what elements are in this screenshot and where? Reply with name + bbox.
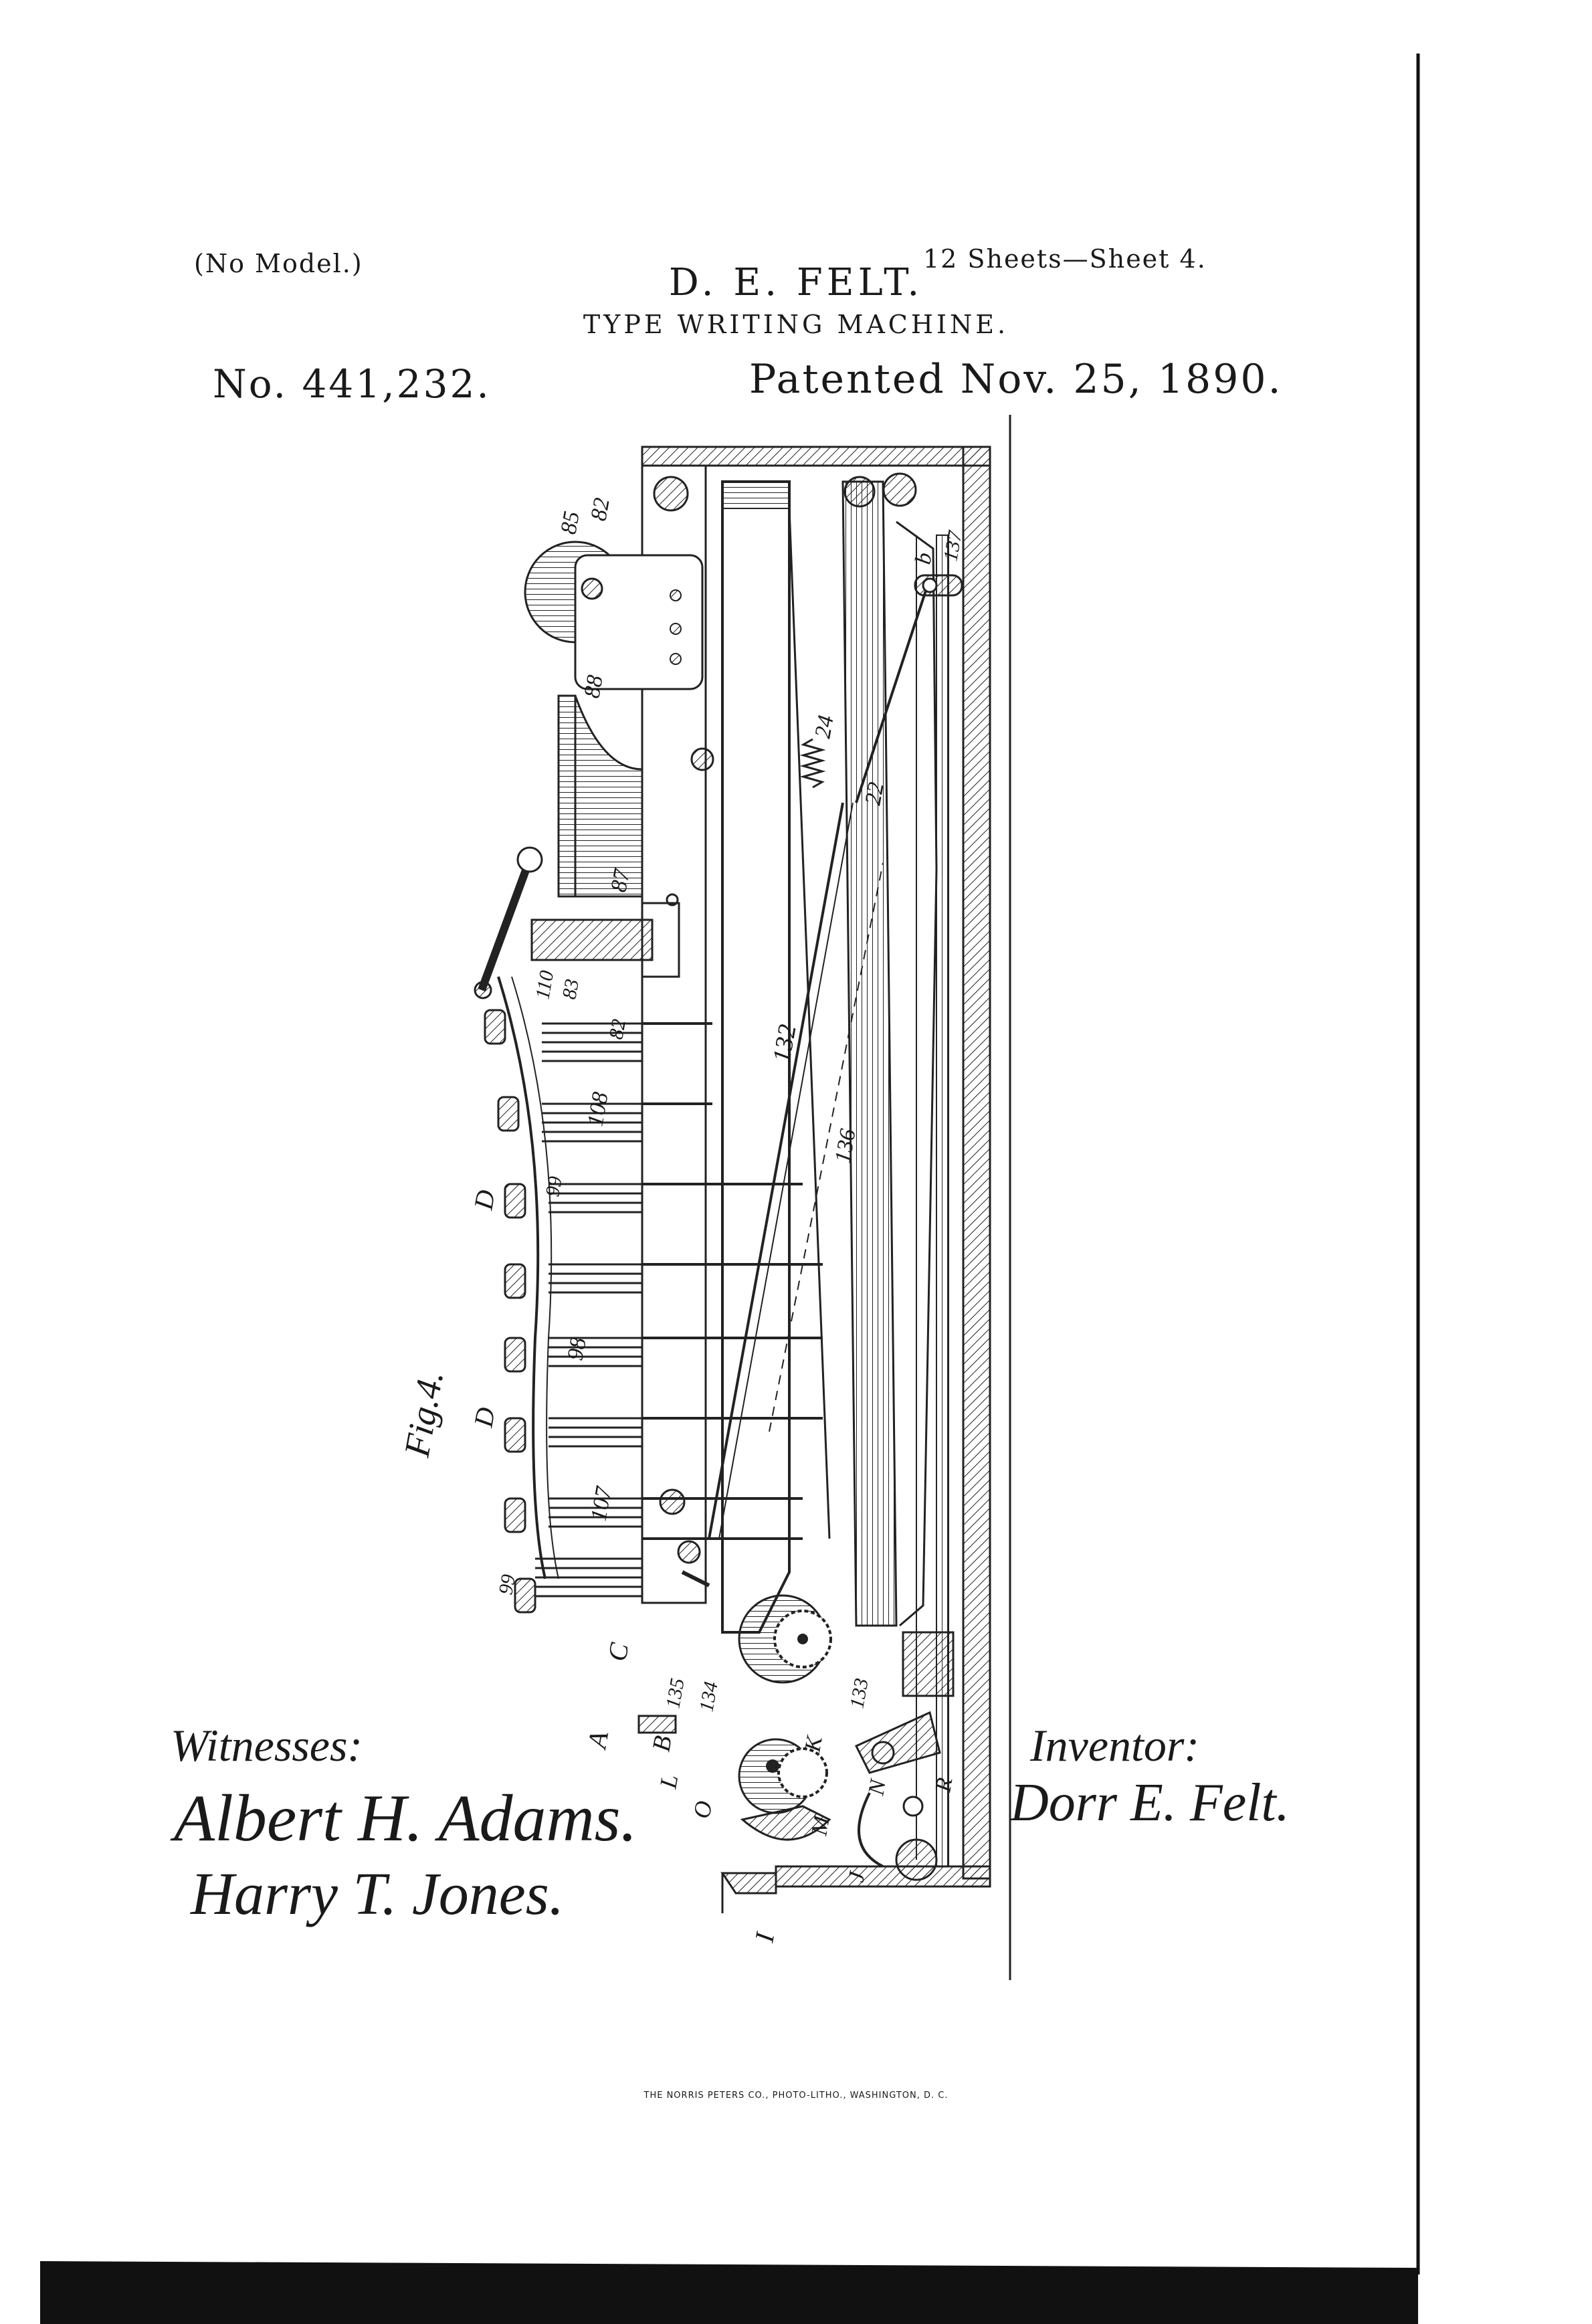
machine-casing bbox=[641, 446, 991, 1913]
ref-135: 135 bbox=[662, 1676, 688, 1710]
link-137 bbox=[855, 574, 963, 803]
ref-B: B bbox=[648, 1733, 678, 1753]
space-bar-frame-inner bbox=[511, 976, 559, 1579]
patent-title: TYPE WRITING MACHINE. bbox=[583, 310, 1009, 339]
gear-mechanism bbox=[637, 1488, 941, 1881]
ref-110: 110 bbox=[531, 969, 558, 1001]
witness-signature-2: Harry T. Jones. bbox=[191, 1861, 565, 1927]
sheet-number: 12 Sheets—Sheet 4. bbox=[923, 244, 1207, 274]
space-bar-frame bbox=[497, 976, 546, 1579]
ref-D-lower: D bbox=[468, 1405, 501, 1430]
ref-134: 134 bbox=[695, 1680, 722, 1713]
witnesses-label: Witnesses: bbox=[171, 1720, 363, 1771]
ref-A: A bbox=[581, 1729, 614, 1752]
figure-label: Fig.4. bbox=[397, 1368, 452, 1460]
ref-O: O bbox=[688, 1799, 717, 1821]
ref-82: 82 bbox=[586, 496, 614, 522]
ref-22: 22 bbox=[860, 780, 888, 807]
reference-labels: 85 82 88 87 110 83 82 108 99 D 98 D 107 … bbox=[397, 496, 967, 1945]
ref-137: 137 bbox=[939, 528, 967, 563]
ref-C: C bbox=[602, 1640, 635, 1663]
ref-L: L bbox=[654, 1773, 683, 1792]
inventor-signature: Dorr E. Felt. bbox=[1010, 1773, 1290, 1832]
key-springs bbox=[535, 1022, 642, 1597]
ref-D-upper: D bbox=[468, 1187, 501, 1212]
ref-82b: 82 bbox=[605, 1018, 630, 1041]
ref-136: 136 bbox=[830, 1127, 860, 1165]
ref-R: R bbox=[930, 1775, 957, 1794]
ref-24: 24 bbox=[810, 713, 838, 740]
ref-133: 133 bbox=[845, 1676, 872, 1710]
printer-credit: THE NORRIS PETERS CO., PHOTO-LITHO., WAS… bbox=[643, 2091, 949, 2101]
patent-date: Patented Nov. 25, 1890. bbox=[749, 356, 1283, 403]
keyboard-keys bbox=[484, 1009, 536, 1614]
ref-88: 88 bbox=[579, 673, 607, 700]
bottom-scan-edge bbox=[40, 2261, 1418, 2324]
paper-table bbox=[557, 694, 643, 898]
paper-roll bbox=[524, 541, 704, 690]
ref-M: M bbox=[807, 1813, 835, 1838]
upper-linkage bbox=[474, 846, 680, 999]
type-bar-lever bbox=[708, 480, 854, 1634]
inventor-label: Inventor: bbox=[1030, 1720, 1200, 1771]
ref-I: I bbox=[749, 1929, 780, 1945]
frame-plate bbox=[641, 464, 714, 1604]
patent-number: No. 441,232. bbox=[213, 361, 491, 407]
key-lever-22 bbox=[841, 480, 955, 1697]
spring-24 bbox=[799, 738, 826, 789]
ref-99a: 99 bbox=[541, 1175, 567, 1198]
ref-b: b bbox=[910, 551, 936, 566]
ref-83: 83 bbox=[558, 977, 583, 1001]
inventor-name: D. E. FELT. bbox=[668, 261, 924, 304]
ref-132: 132 bbox=[768, 1022, 802, 1064]
ref-108: 108 bbox=[583, 1090, 613, 1129]
no-model-label: (No Model.) bbox=[194, 249, 363, 278]
ref-98: 98 bbox=[563, 1335, 591, 1362]
ref-107: 107 bbox=[586, 1484, 617, 1523]
ref-85: 85 bbox=[556, 509, 584, 536]
witness-signature-1: Albert H. Adams. bbox=[174, 1781, 637, 1855]
ref-99b: 99 bbox=[494, 1573, 520, 1596]
